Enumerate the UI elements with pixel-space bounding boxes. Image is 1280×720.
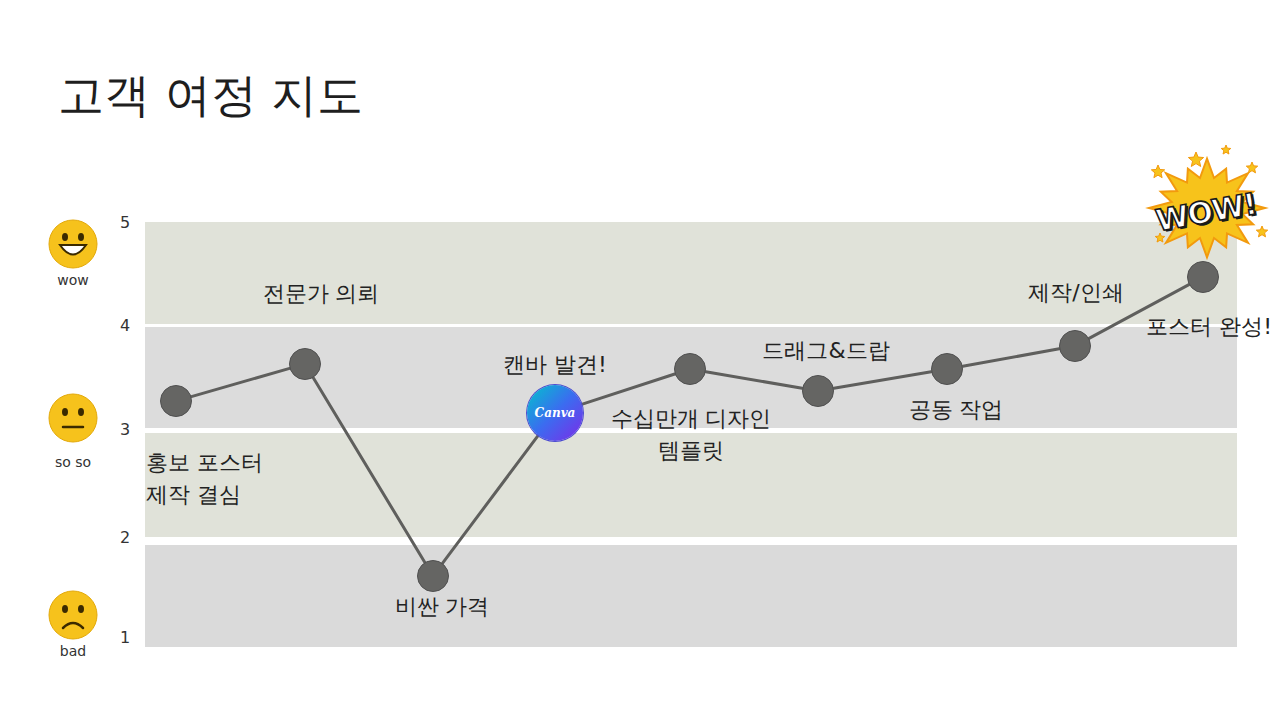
journey-line <box>706 372 802 389</box>
sad-face <box>49 591 97 639</box>
canva-logo-node: 캔바 발견!Canva <box>527 385 583 441</box>
axis-value: 2 <box>120 528 130 547</box>
axis-value: 5 <box>120 213 130 232</box>
band-bad <box>145 545 1237 647</box>
journey-point: 홍보 포스터 제작 결심 <box>160 385 192 417</box>
journey-point: 공동 작업 <box>931 353 963 385</box>
axis-value: 4 <box>120 316 130 335</box>
step-label: 수십만개 디자인 템플릿 <box>606 403 776 467</box>
journey-line <box>443 435 539 563</box>
small-star <box>1256 226 1267 237</box>
journey-point: 드래그&드랍 <box>802 375 834 407</box>
logo-text: Canva <box>527 385 583 441</box>
chart-title: 고객 여정 지도 <box>58 68 363 123</box>
mood-caption: wow <box>57 272 88 288</box>
axis-value: 1 <box>120 628 130 647</box>
small-star <box>1151 165 1164 178</box>
journey-point: 포스터 완성! <box>1187 261 1219 293</box>
journey-point: 제작/인쇄 <box>1059 330 1091 362</box>
mood-caption: bad <box>60 643 86 659</box>
wow-burst <box>1149 145 1268 257</box>
small-star <box>1221 145 1231 154</box>
step-label: 홍보 포스터 제작 결심 <box>146 447 286 511</box>
journey-point: 수십만개 디자인 템플릿 <box>674 353 706 385</box>
journey-point: 전문가 의뢰 <box>289 348 321 380</box>
happy-face <box>49 220 97 268</box>
step-label: 드래그&드랍 <box>762 335 889 367</box>
step-label: 제작/인쇄 <box>1028 277 1123 309</box>
journey-line <box>963 349 1060 366</box>
step-label: 공동 작업 <box>909 394 1004 426</box>
small-star <box>1246 162 1257 173</box>
small-star <box>1188 152 1203 166</box>
step-label: 포스터 완성! <box>1146 311 1272 343</box>
step-label: 캔바 발견! <box>503 349 607 381</box>
neutral-face <box>49 394 97 442</box>
journey-point: 비싼 가격 <box>417 560 449 592</box>
journey-line <box>191 368 289 396</box>
mood-caption: so so <box>55 454 91 470</box>
journey-line <box>834 372 931 389</box>
burst-shape <box>1149 159 1265 258</box>
step-label: 전문가 의뢰 <box>263 278 380 310</box>
axis-value: 3 <box>120 420 130 439</box>
band-wow <box>145 222 1237 324</box>
journey-line <box>313 378 424 563</box>
journey-line <box>582 374 675 404</box>
step-label: 비싼 가격 <box>395 591 490 623</box>
